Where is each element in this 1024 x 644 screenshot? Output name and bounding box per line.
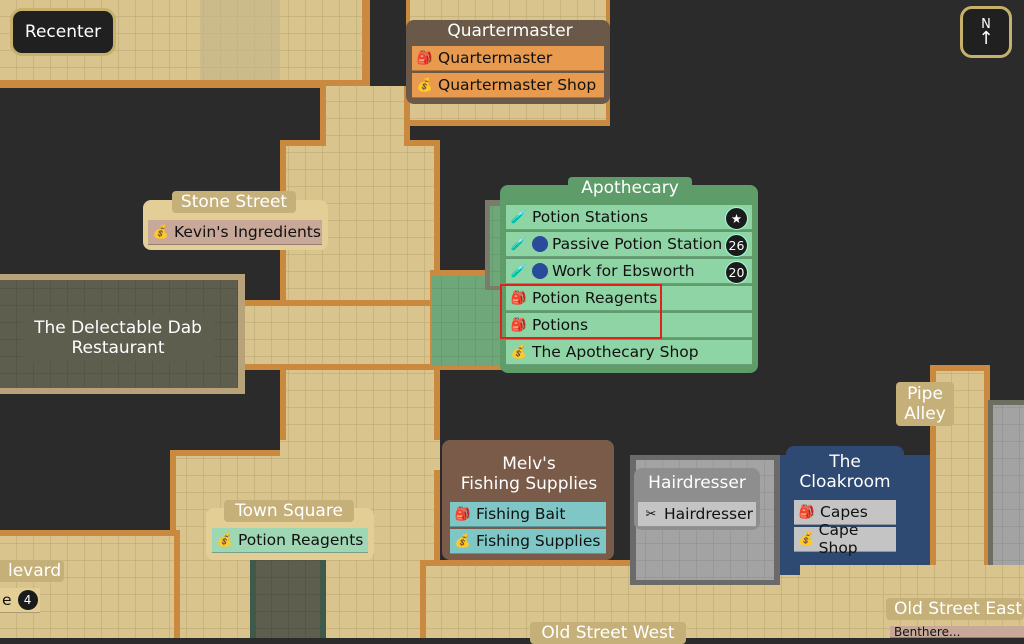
item-label: Kevin's Ingredients — [174, 223, 321, 241]
potion-icon: 🧪 — [510, 263, 528, 279]
coin-bag-icon: 💰 — [216, 532, 234, 548]
item-label: The Apothecary Shop — [532, 343, 699, 361]
bag-icon: 🎒 — [510, 317, 528, 333]
item-label: Work for Ebsworth — [552, 262, 695, 280]
stone-street-title: Stone Street — [172, 191, 296, 213]
title-line: Alley — [904, 404, 946, 424]
bag-icon: 🎒 — [510, 290, 528, 306]
list-item-passive-potion-station[interactable]: 🧪 Passive Potion Station 26 — [506, 232, 752, 257]
recenter-label: Recenter — [24, 22, 102, 42]
title-line: Melv's — [502, 454, 556, 474]
star-badge: ★ — [725, 207, 748, 230]
item-label: Potion Reagents — [532, 289, 658, 307]
quartermaster-title: Quartermaster — [432, 20, 588, 42]
apothecary-title: Apothecary — [568, 177, 692, 199]
list-item-work-for-ebsworth[interactable]: 🧪 Work for Ebsworth 20 — [506, 259, 752, 284]
recenter-button[interactable]: Recenter — [10, 8, 116, 56]
coin-bag-icon: 💰 — [416, 77, 434, 93]
coin-bag-icon: 💰 — [454, 533, 472, 549]
compass-arrow-icon: ↑ — [978, 28, 994, 49]
item-label: Fishing Supplies — [476, 532, 601, 550]
title-line: The — [829, 452, 861, 472]
title-line: The Delectable Dab — [34, 318, 202, 338]
list-item-fishing-bait[interactable]: 🎒 Fishing Bait — [450, 502, 606, 527]
coin-bag-icon: 💰 — [798, 531, 815, 547]
item-label: Potions — [532, 316, 589, 334]
melvs-title: Melv's Fishing Supplies — [446, 452, 612, 496]
melvs-list: 🎒 Fishing Bait 💰 Fishing Supplies — [444, 502, 612, 558]
list-item-potion-stations[interactable]: 🧪 Potion Stations ★ — [506, 205, 752, 230]
list-item-quartermaster-shop[interactable]: 💰 Quartermaster Shop — [412, 73, 604, 98]
list-item-cape-shop[interactable]: 💰 Cape Shop — [794, 521, 896, 557]
list-item-potion-reagents[interactable]: 🎒 Potion Reagents — [506, 286, 752, 311]
list-item-hairdresser[interactable]: ✂ Hairdresser — [638, 502, 756, 527]
apothecary-list: 🧪 Potion Stations ★ 🧪 Passive Potion Sta… — [500, 205, 758, 367]
item-label: Passive Potion Station — [552, 235, 723, 253]
item-label: Capes — [820, 503, 868, 521]
cloakroom-list: 🎒 Capes 💰 Cape Shop — [788, 500, 902, 557]
list-item-potions[interactable]: 🎒 Potions — [506, 313, 752, 338]
delectable-dab-title: The Delectable Dab Restaurant — [22, 314, 214, 362]
item-label: Benthere... — [894, 626, 961, 638]
item-label: Quartermaster Shop — [438, 76, 597, 94]
list-item-old-street-east[interactable]: Benthere... — [890, 626, 1024, 638]
list-item-town-potion-reagents[interactable]: 💰 Potion Reagents — [212, 528, 368, 553]
level-badge: 26 — [725, 234, 748, 257]
title-line: Restaurant — [71, 338, 165, 358]
bag-icon: 🎒 — [416, 50, 434, 66]
title-line: Pipe — [907, 384, 943, 404]
list-item-kevins-ingredients[interactable]: 💰 Kevin's Ingredients — [148, 220, 322, 245]
list-item-quartermaster[interactable]: 🎒 Quartermaster — [412, 46, 604, 71]
list-item-fishing-supplies[interactable]: 💰 Fishing Supplies — [450, 529, 606, 554]
orb-icon — [532, 263, 548, 279]
coin-bag-icon: 💰 — [510, 344, 528, 360]
highlight-box — [500, 284, 662, 339]
quartermaster-list: 🎒 Quartermaster 💰 Quartermaster Shop — [406, 46, 610, 102]
item-label: Potion Stations — [532, 208, 649, 226]
item-label: Fishing Bait — [476, 505, 566, 523]
potion-icon: 🧪 — [510, 209, 528, 225]
cloakroom-title: The Cloakroom — [790, 450, 900, 494]
level-badge: 20 — [725, 261, 748, 284]
list-item-boulevard[interactable]: e 4 — [0, 588, 40, 613]
bag-icon: 🎒 — [798, 504, 816, 520]
compass-letter: N — [981, 17, 991, 32]
item-label: Cape Shop — [818, 521, 859, 557]
old-street-west-title: Old Street West — [530, 622, 686, 644]
title-line: Fishing Supplies — [460, 474, 598, 494]
coin-bag-icon: 💰 — [152, 224, 170, 240]
town-square-title: Town Square — [224, 500, 354, 522]
list-item-apothecary-shop[interactable]: 💰 The Apothecary Shop — [506, 340, 752, 365]
orb-icon — [532, 236, 548, 252]
list-item-capes[interactable]: 🎒 Capes — [794, 500, 896, 525]
old-street-east-title: Old Street East — [886, 598, 1024, 620]
level-badge: 4 — [17, 590, 38, 610]
item-label: e — [2, 591, 12, 609]
scissors-icon: ✂ — [645, 506, 657, 522]
compass-button[interactable]: N ↑ — [960, 6, 1012, 58]
boulevard-title: levard — [0, 560, 64, 582]
item-label: Quartermaster — [438, 49, 553, 67]
item-label: Hairdresser — [664, 505, 754, 523]
item-label: Potion Reagents — [238, 531, 364, 549]
title-line: Cloakroom — [799, 472, 891, 492]
potion-icon: 🧪 — [510, 236, 528, 252]
pipe-alley-title: Pipe Alley — [896, 382, 954, 426]
hairdresser-title: Hairdresser — [648, 473, 746, 493]
bag-icon: 🎒 — [454, 506, 472, 522]
